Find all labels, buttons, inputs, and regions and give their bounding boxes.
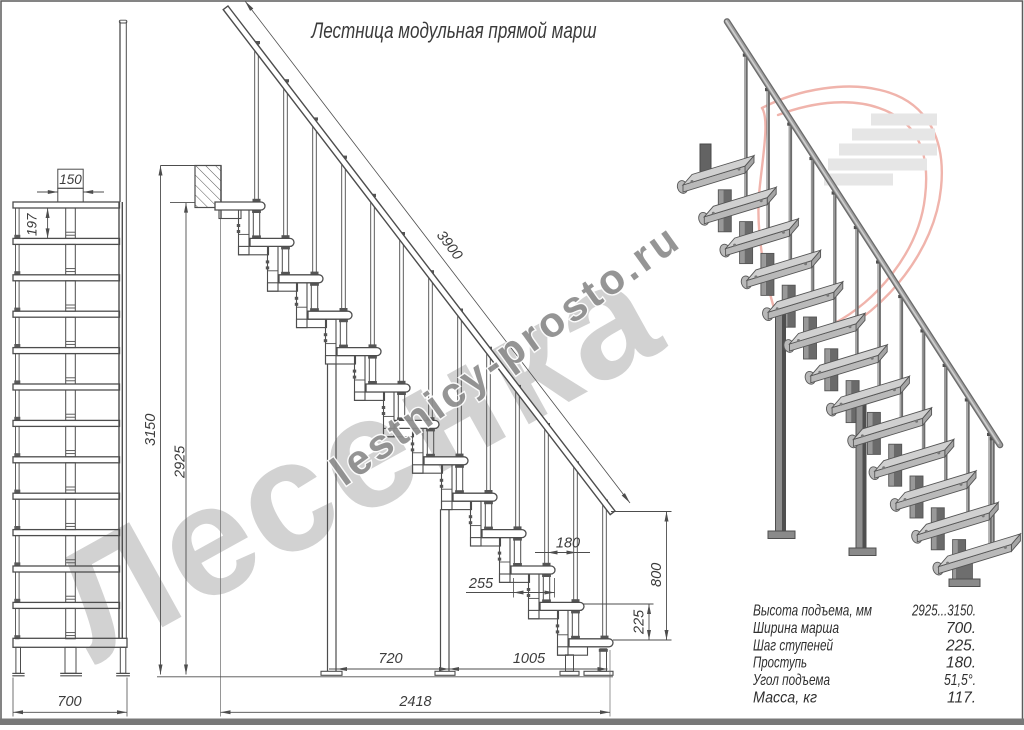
svg-text:1005: 1005	[513, 651, 546, 667]
svg-text:3150: 3150	[143, 414, 159, 446]
svg-text:Масса, кг: Масса, кг	[753, 690, 817, 707]
svg-text:255: 255	[468, 576, 494, 592]
svg-text:700.: 700.	[946, 620, 976, 637]
svg-text:2418: 2418	[398, 694, 431, 710]
svg-text:2925: 2925	[173, 445, 189, 479]
svg-text:197: 197	[25, 213, 40, 236]
svg-text:Ширина марша: Ширина марша	[753, 620, 839, 637]
svg-text:117.: 117.	[947, 690, 976, 707]
svg-text:225: 225	[632, 609, 648, 635]
svg-text:Проступь: Проступь	[753, 655, 807, 672]
svg-text:Шаг ступеней: Шаг ступеней	[753, 637, 833, 654]
svg-text:700: 700	[57, 694, 81, 710]
svg-text:Угол подъема: Угол подъема	[752, 672, 830, 689]
svg-text:225.: 225.	[945, 637, 976, 654]
svg-text:Высота подъема, мм: Высота подъема, мм	[753, 603, 872, 620]
svg-text:720: 720	[378, 651, 402, 667]
svg-text:Лестница модульная прямой марш: Лестница модульная прямой марш	[310, 18, 597, 43]
svg-text:800: 800	[649, 563, 665, 587]
svg-text:180: 180	[556, 536, 580, 552]
svg-text:150: 150	[59, 172, 82, 187]
svg-text:180.: 180.	[946, 655, 976, 672]
svg-text:2925...3150.: 2925...3150.	[911, 603, 976, 620]
svg-text:51,5°.: 51,5°.	[944, 672, 976, 689]
